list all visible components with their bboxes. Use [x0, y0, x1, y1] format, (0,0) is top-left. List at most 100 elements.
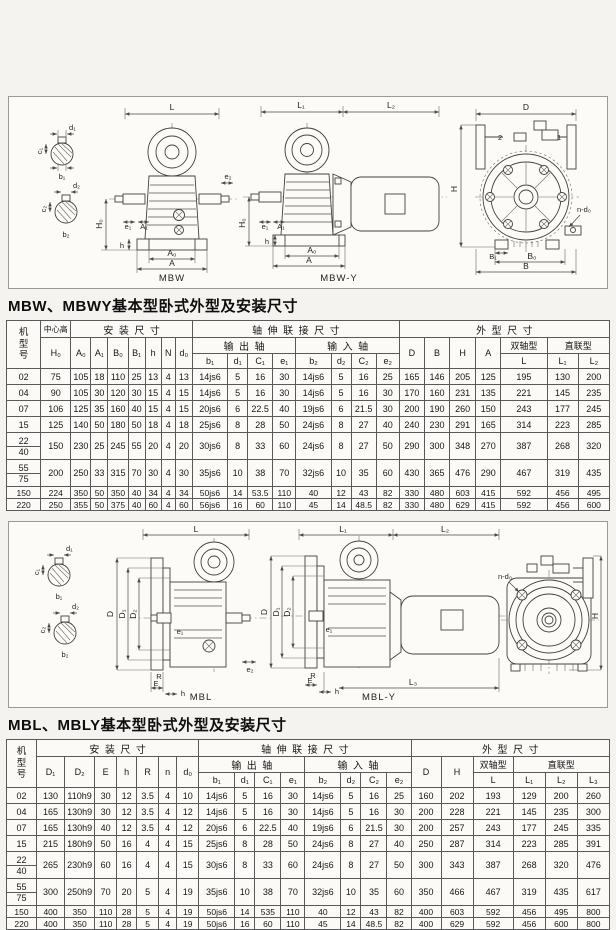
table-cell: 130h9	[64, 803, 96, 820]
table-cell: 135	[475, 384, 502, 401]
col-header: N	[160, 337, 176, 369]
table-cell: 592	[500, 498, 548, 511]
table-cell: 245	[577, 400, 611, 417]
col-header: e₁	[280, 772, 306, 788]
table-cell: 4	[160, 368, 176, 385]
table-cell: 19js6	[304, 819, 342, 836]
table-cell: 70	[280, 878, 306, 906]
table-cell: 20js6	[191, 400, 229, 417]
table-cell: 30	[94, 787, 118, 804]
shaft-number-label: 2	[498, 133, 502, 142]
table-cell: 8	[330, 416, 352, 433]
dim-label: b₂	[62, 230, 69, 239]
model-number-cell: 07	[5, 819, 38, 836]
table-cell: 48.5	[350, 498, 377, 511]
col-header: e₂	[386, 772, 412, 788]
table-cell: 16	[227, 498, 249, 511]
table-cell: 200	[398, 400, 425, 417]
col-header: L₁	[512, 772, 546, 788]
dim-label: L	[194, 524, 199, 534]
table-cell: 5	[227, 368, 249, 385]
table-cell: 30	[375, 400, 400, 417]
table-cell: 391	[576, 835, 611, 852]
table-cell: 50	[90, 486, 109, 499]
table-cell: 235	[544, 803, 578, 820]
table-cell: 30	[386, 819, 412, 836]
col-header: b₂	[304, 772, 342, 788]
model-number-cell: 04	[5, 803, 38, 820]
dim-label: e₁	[326, 625, 333, 634]
dim-label: c₁	[35, 147, 44, 154]
table-cell: 5	[340, 787, 362, 804]
table-cell: 35	[90, 400, 109, 417]
model-number-cell: 07	[5, 400, 42, 417]
table-cell: 400	[36, 905, 66, 918]
table-cell: 250	[70, 459, 92, 487]
table-cell: 180h9	[64, 835, 96, 852]
table-cell: 15	[144, 400, 162, 417]
table-cell: 600	[577, 498, 611, 511]
table-cell: 466	[440, 878, 474, 906]
table-cell: 25js6	[198, 835, 236, 852]
table-cell: 146	[423, 368, 451, 385]
dim-label: c₂	[38, 627, 47, 634]
table-cell: 350	[64, 905, 96, 918]
table-cell: 10	[176, 787, 200, 804]
col-header: A	[475, 337, 502, 369]
table-cell: 4	[158, 787, 178, 804]
col-group-output-shaft: 输出轴	[198, 756, 306, 773]
model-number-cell: 220	[5, 498, 42, 511]
dim-label: h	[265, 237, 269, 246]
table-cell: 125	[40, 416, 72, 433]
table-cell: 6	[227, 400, 249, 417]
dim-label: L₁	[339, 524, 347, 534]
table-cell: 60	[386, 878, 412, 906]
col-header: B	[423, 337, 451, 369]
table-cell: 8	[227, 432, 249, 460]
table-cell: 495	[544, 905, 578, 918]
table-cell: 200	[410, 803, 442, 820]
table-cell: 350	[64, 917, 96, 930]
dim-label: R	[156, 672, 162, 681]
table-cell: 14	[330, 498, 352, 511]
table-cell: 250	[40, 498, 72, 511]
mbw-dimension-table: 机型号 中心高 安装尺寸 轴伸联接尺寸 外型尺寸 H₀ A₀ A₁ B₀ B₁ …	[5, 320, 611, 511]
table-cell: 10	[227, 459, 249, 487]
table-cell: 300	[410, 851, 442, 879]
table-cell: 165	[398, 368, 425, 385]
table-cell: 260	[449, 400, 477, 417]
table-cell: 15	[174, 384, 193, 401]
table-cell: 4	[160, 400, 176, 417]
dim-label: b₂	[61, 650, 68, 659]
table-cell: 60	[254, 917, 282, 930]
table-cell: 12	[176, 819, 200, 836]
table-cell: 800	[576, 905, 611, 918]
table-cell: 315	[107, 459, 129, 487]
col-header-direct: 直联型	[512, 756, 611, 773]
col-header: D	[410, 756, 442, 788]
table-cell: 110	[94, 917, 118, 930]
table-cell: 290	[475, 459, 502, 487]
table-cell: 19	[176, 917, 200, 930]
table-cell: 285	[544, 835, 578, 852]
table-cell: 387	[500, 432, 548, 460]
table-cell: 4	[160, 432, 176, 460]
table-cell: 22.5	[254, 819, 282, 836]
table-cell: 6	[330, 400, 352, 417]
col-header: L₂	[544, 772, 578, 788]
table-cell: 320	[544, 851, 578, 879]
table-cell: 592	[472, 917, 514, 930]
table-cell: 60	[144, 498, 162, 511]
table-cell: 3.5	[136, 819, 160, 836]
table-cell: 50	[386, 851, 412, 879]
table-cell: 30	[94, 803, 118, 820]
table-cell: 110	[107, 368, 129, 385]
input-shaft-section-detail: d₂ c₂ b₂	[39, 181, 80, 239]
dim-label: D₁	[271, 607, 281, 616]
table-cell: 268	[512, 851, 546, 879]
table-cell: 60	[94, 851, 118, 879]
table-cell: 265	[36, 851, 66, 879]
col-header: H	[449, 337, 477, 369]
table-cell: 30	[375, 384, 400, 401]
